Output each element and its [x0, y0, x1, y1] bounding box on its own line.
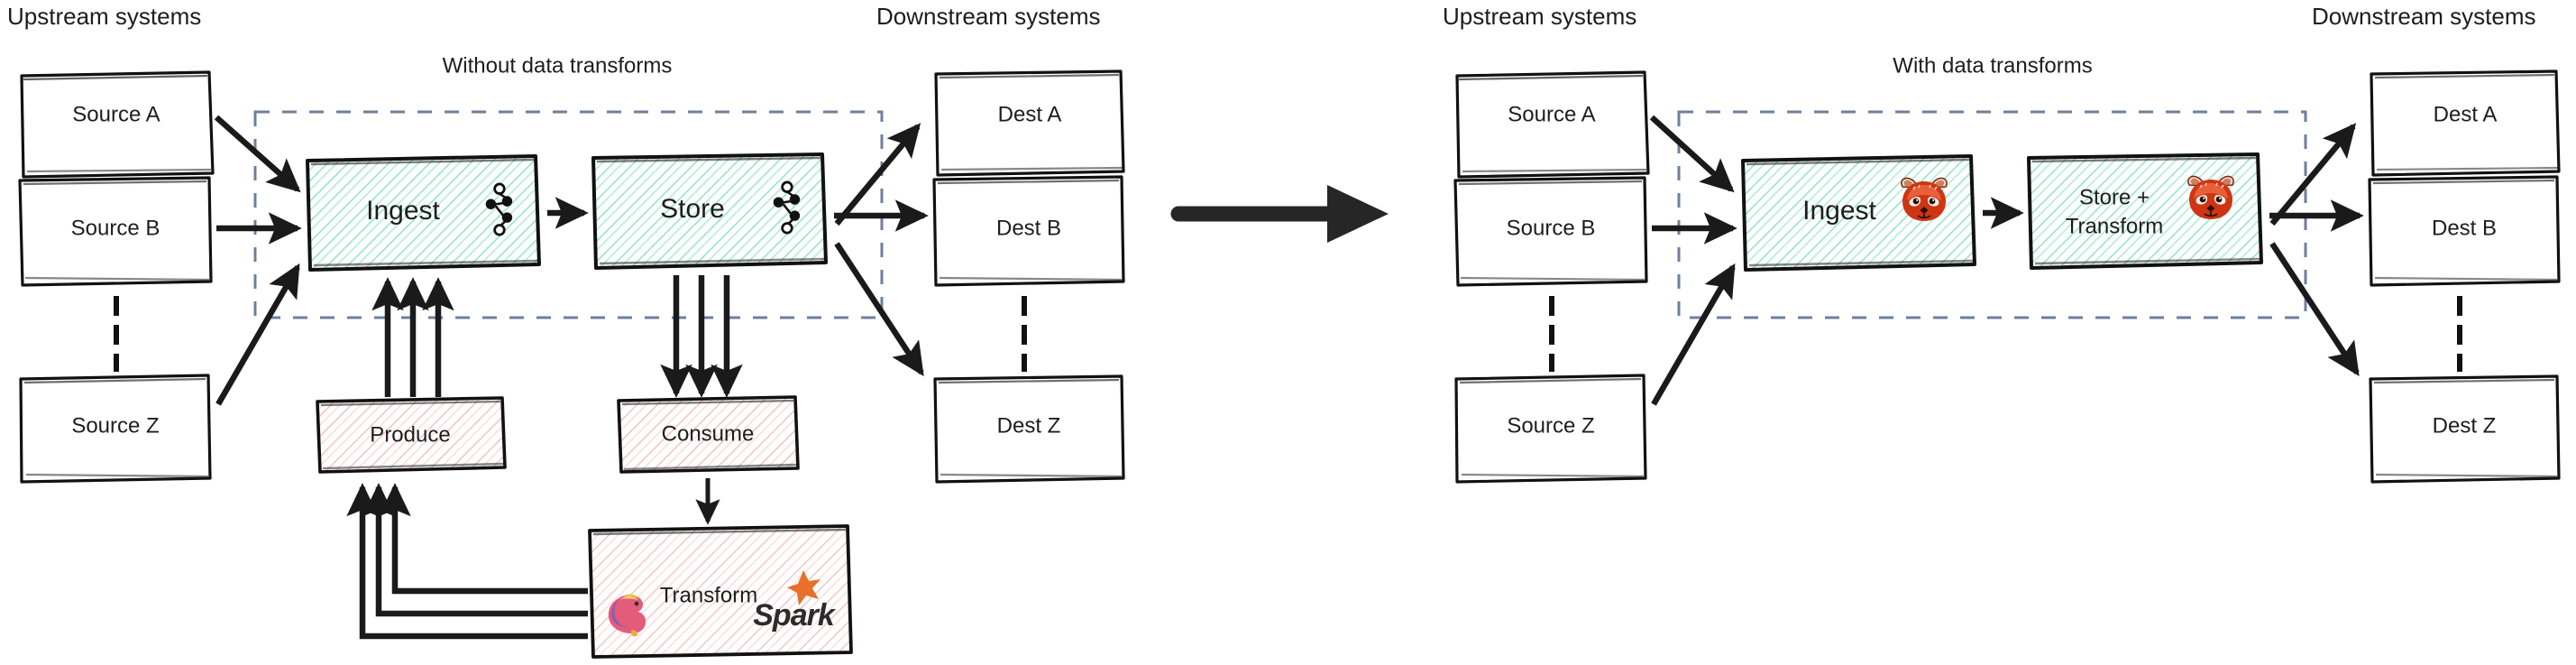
node-dest-b-left — [932, 175, 1125, 287]
node-ingest-left — [306, 154, 541, 272]
store-transform-label-line2: Transform — [2065, 214, 2164, 239]
arrow-source-z-to-ingest-right — [1651, 263, 1736, 406]
transform-label-left: Transform — [659, 583, 758, 608]
node-dest-z-left — [933, 374, 1125, 484]
platform-boundary-right — [1677, 110, 2307, 319]
kafka-icon — [773, 180, 801, 235]
feedback-lines-transform-to-produce-left — [346, 483, 588, 640]
arrow-store-to-dest-a-left — [834, 123, 921, 226]
flink-icon — [608, 594, 646, 637]
upstream-systems-heading-right: Upstream systems — [1443, 3, 1637, 30]
source-b-label-left: Source B — [70, 216, 160, 241]
arrow-store-to-dest-z-left — [834, 242, 924, 377]
arrow-store-to-dest-z-right — [2269, 242, 2360, 377]
dest-z-label-right: Dest Z — [2432, 413, 2497, 439]
node-transform-left — [588, 524, 853, 659]
store-transform-label-line1: Store + — [2078, 185, 2150, 210]
dest-b-label-left: Dest B — [995, 216, 1062, 241]
redpanda-icon — [1901, 177, 1948, 221]
spark-wordmark: Spark — [753, 597, 834, 633]
node-source-a-right — [1455, 70, 1650, 179]
node-source-z-right — [1454, 374, 1647, 484]
source-a-label-left: Source A — [72, 102, 160, 127]
node-store-left — [591, 152, 828, 270]
arrow-source-z-to-ingest-left — [215, 263, 300, 406]
node-dest-b-right — [2368, 175, 2561, 287]
panel-title-without-transforms: Without data transforms — [442, 53, 673, 79]
transition-arrow — [1170, 185, 1389, 243]
arrow-store-to-dest-a-right — [2269, 123, 2357, 226]
dest-z-label-left: Dest Z — [996, 413, 1061, 439]
arrow-source-a-to-ingest-left — [214, 115, 301, 193]
arrow-source-a-to-ingest-right — [1649, 115, 1735, 193]
upstream-systems-heading-left: Upstream systems — [7, 3, 202, 30]
node-dest-a-right — [2370, 69, 2561, 177]
kafka-icon — [485, 182, 513, 236]
source-z-label-right: Source Z — [1507, 413, 1595, 439]
node-consume-left — [617, 395, 800, 474]
platform-boundary-left — [253, 110, 884, 319]
store-label-left: Store — [660, 194, 725, 225]
dest-b-label-right: Dest B — [2431, 216, 2498, 241]
consume-label-left: Consume — [661, 421, 755, 447]
source-b-label-right: Source B — [1506, 216, 1596, 241]
arrows-store-to-consume-left — [660, 275, 743, 398]
downstream-systems-heading-right: Downstream systems — [2312, 3, 2536, 30]
node-source-b-left — [18, 176, 213, 287]
node-source-z-left — [19, 374, 212, 484]
source-a-label-right: Source A — [1508, 102, 1596, 127]
spark-star-icon — [787, 570, 820, 605]
downstream-systems-heading-left: Downstream systems — [876, 3, 1101, 30]
node-dest-a-left — [934, 69, 1125, 177]
ingest-label-left: Ingest — [366, 196, 440, 226]
node-source-b-right — [1453, 176, 1648, 287]
ingest-label-right: Ingest — [1802, 196, 1876, 226]
dest-a-label-right: Dest A — [2433, 102, 2498, 127]
node-dest-z-right — [2369, 374, 2561, 484]
panel-title-with-transforms: With data transforms — [1893, 53, 2093, 79]
source-z-label-left: Source Z — [71, 413, 160, 439]
dest-a-label-left: Dest A — [997, 102, 1062, 127]
produce-label-left: Produce — [370, 422, 451, 448]
arrows-produce-to-ingest-left — [371, 277, 454, 397]
redpanda-icon — [2187, 175, 2234, 219]
node-produce-left — [316, 396, 507, 474]
node-source-a-left — [20, 70, 215, 179]
